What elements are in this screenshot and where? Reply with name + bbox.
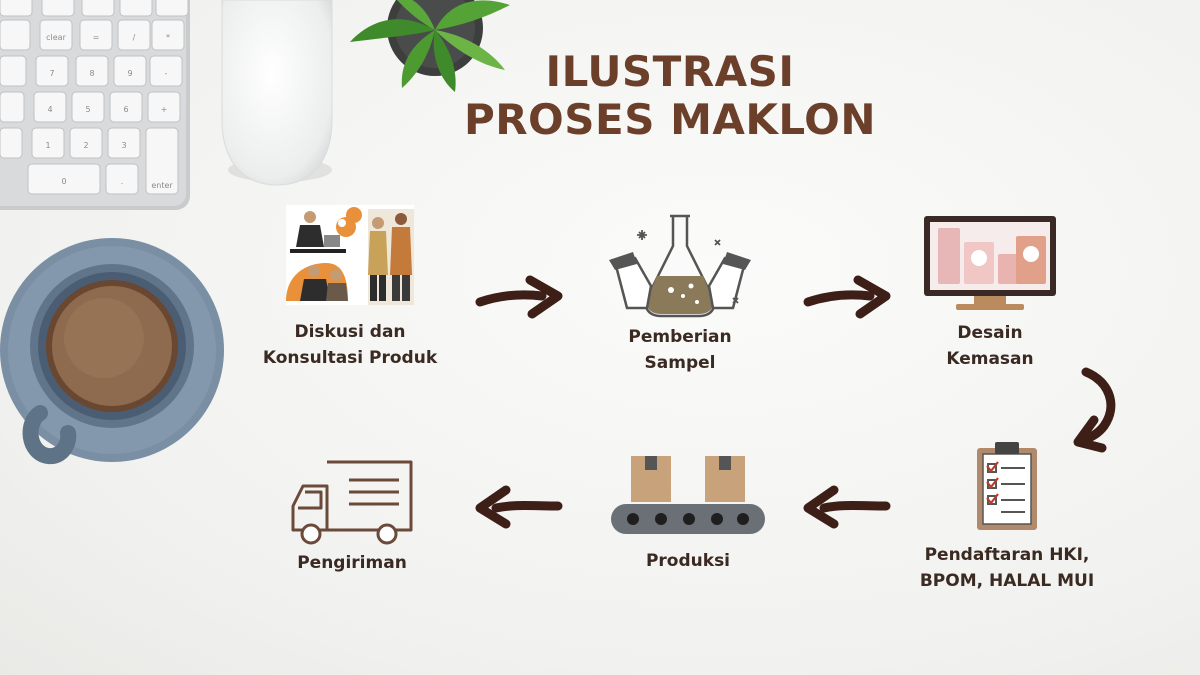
key-label: 1 [45, 141, 50, 150]
step-packaging-design: Desain Kemasan [900, 216, 1080, 372]
arrow-left-1 [803, 485, 891, 529]
mouse-decoration [221, 0, 333, 186]
key-label: 2 [83, 141, 88, 150]
key-label: 4 [47, 105, 52, 114]
flask-hands-icon [609, 214, 751, 318]
monitor-packaging-icon [924, 216, 1056, 310]
keyboard-decoration: clear = / * 7 8 9 - 4 5 6 + 1 2 3 0 . en… [0, 0, 190, 210]
step-label: Desain Kemasan [946, 323, 1034, 369]
title-line-1: ILUSTRASI [545, 47, 795, 96]
page-title: ILUSTRASI PROSES MAKLON [430, 48, 910, 144]
key-label: 9 [127, 69, 132, 78]
step-consultation: Diskusi dan Konsultasi Produk [250, 205, 450, 371]
step-label: Pengiriman [297, 553, 407, 573]
delivery-truck-icon [291, 460, 413, 545]
key-label: 6 [123, 105, 128, 114]
arrow-right-2 [803, 275, 891, 319]
key-label: = [93, 33, 100, 42]
step-label: Diskusi dan Konsultasi Produk [262, 322, 438, 368]
arrow-curve-down [1073, 367, 1116, 453]
key-label: clear [46, 33, 66, 42]
key-label: . [121, 177, 124, 186]
key-label: 5 [85, 105, 90, 114]
key-label: 7 [49, 69, 54, 78]
step-sample: Pemberian Sampel [590, 212, 770, 376]
arrow-right-1 [475, 275, 563, 319]
key-label: 0 [61, 177, 66, 186]
step-production: Produksi [598, 456, 778, 574]
consultation-photo-icon [286, 205, 414, 305]
conveyor-boxes-icon [611, 456, 765, 534]
arrow-left-2 [475, 485, 563, 529]
step-label: Pemberian Sampel [628, 327, 732, 373]
step-registration: Pendaftaran HKI, BPOM, HALAL MUI [912, 440, 1102, 594]
key-label: - [165, 69, 168, 78]
key-label: enter [151, 181, 173, 190]
clipboard-checklist-icon [977, 442, 1037, 530]
title-line-2: PROSES MAKLON [463, 95, 877, 144]
step-shipping: Pengiriman [262, 456, 442, 576]
key-label: * [166, 33, 170, 42]
key-label: 3 [121, 141, 126, 150]
plant-decoration [350, 0, 510, 92]
step-label: Produksi [645, 551, 731, 571]
step-label: Pendaftaran HKI, BPOM, HALAL MUI [919, 545, 1095, 591]
key-label: / [133, 33, 136, 42]
coffee-cup-decoration [0, 238, 224, 465]
key-label: + [161, 105, 168, 114]
key-label: 8 [89, 69, 94, 78]
